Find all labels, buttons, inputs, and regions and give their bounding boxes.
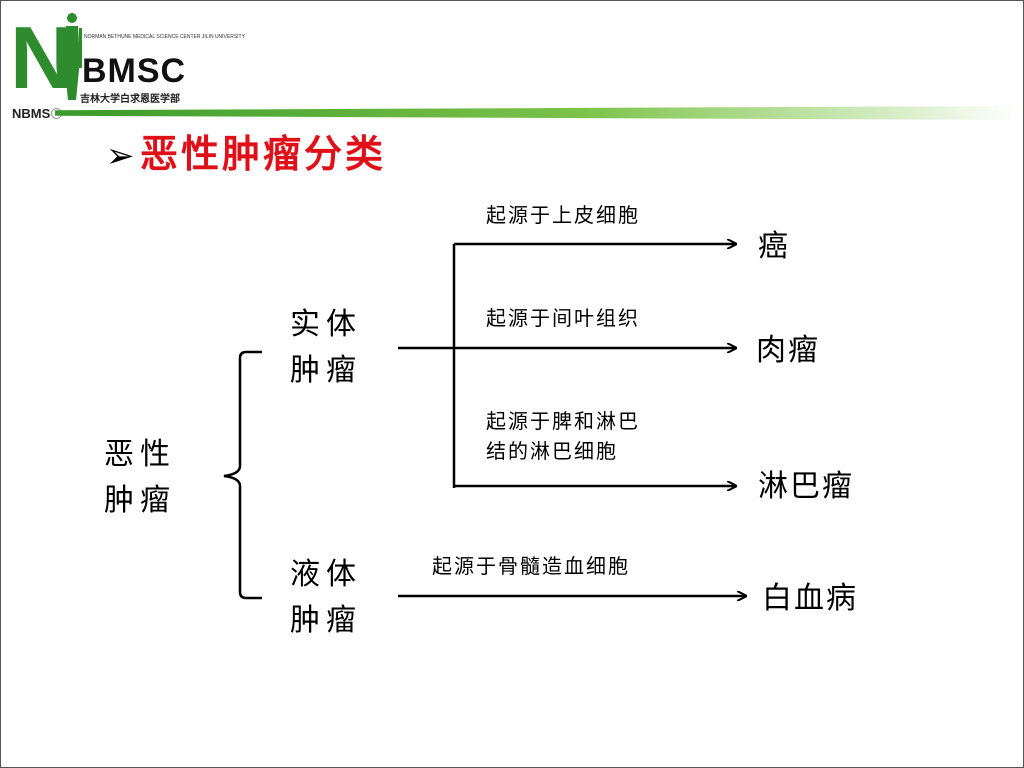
slide-title: 恶性肿瘤分类: [140, 131, 387, 176]
node-solid-tumor: 实体 肿瘤: [290, 302, 362, 394]
node-solid-tumor-line2: 肿瘤: [290, 353, 362, 388]
edge-label-lymph-line1: 起源于脾和淋巴: [486, 409, 640, 433]
edge-label-lymph: 起源于脾和淋巴 结的淋巴细胞: [486, 406, 640, 466]
edge-label-lymph-line2: 结的淋巴细胞: [486, 439, 618, 463]
logo-small-label: NBMS: [12, 106, 51, 121]
node-malignant-tumor: 恶性 肿瘤: [104, 432, 176, 524]
node-lymphoma: 淋巴瘤: [758, 469, 854, 504]
node-liquid-tumor-line1: 液体: [290, 557, 362, 592]
logo-tiny-text: NORMAN BETHUNE MEDICAL SCIENCE CENTER JI…: [84, 34, 245, 40]
node-liquid-tumor-line2: 肿瘤: [290, 603, 362, 638]
statue-icon: [64, 13, 82, 100]
logo-brand: BMSC: [82, 52, 187, 90]
root-brace: [223, 350, 262, 600]
node-malignant-tumor-line1: 恶性: [104, 437, 176, 472]
edge-label-marrow: 起源于骨髓造血细胞: [432, 554, 630, 578]
node-solid-tumor-line1: 实体: [290, 307, 362, 342]
bullet-arrow-icon: ➢: [106, 136, 135, 176]
node-carcinoma: 癌: [758, 229, 794, 264]
edge-label-mesenchyme: 起源于间叶组织: [486, 306, 640, 330]
header-green-bar: [55, 106, 1015, 120]
logo-subtitle: 吉林大学白求恩医学部: [80, 94, 180, 105]
nbmsc-logo: N NORMAN BETHUNE MEDICAL SCIENCE CENTER …: [8, 6, 245, 122]
edge-label-epithelium: 起源于上皮细胞: [486, 203, 640, 227]
node-sarcoma: 肉瘤: [756, 333, 820, 368]
node-liquid-tumor: 液体 肿瘤: [290, 552, 362, 644]
node-malignant-tumor-line2: 肿瘤: [104, 483, 176, 518]
logo-letter: N: [10, 8, 74, 107]
node-leukemia: 白血病: [762, 581, 858, 616]
